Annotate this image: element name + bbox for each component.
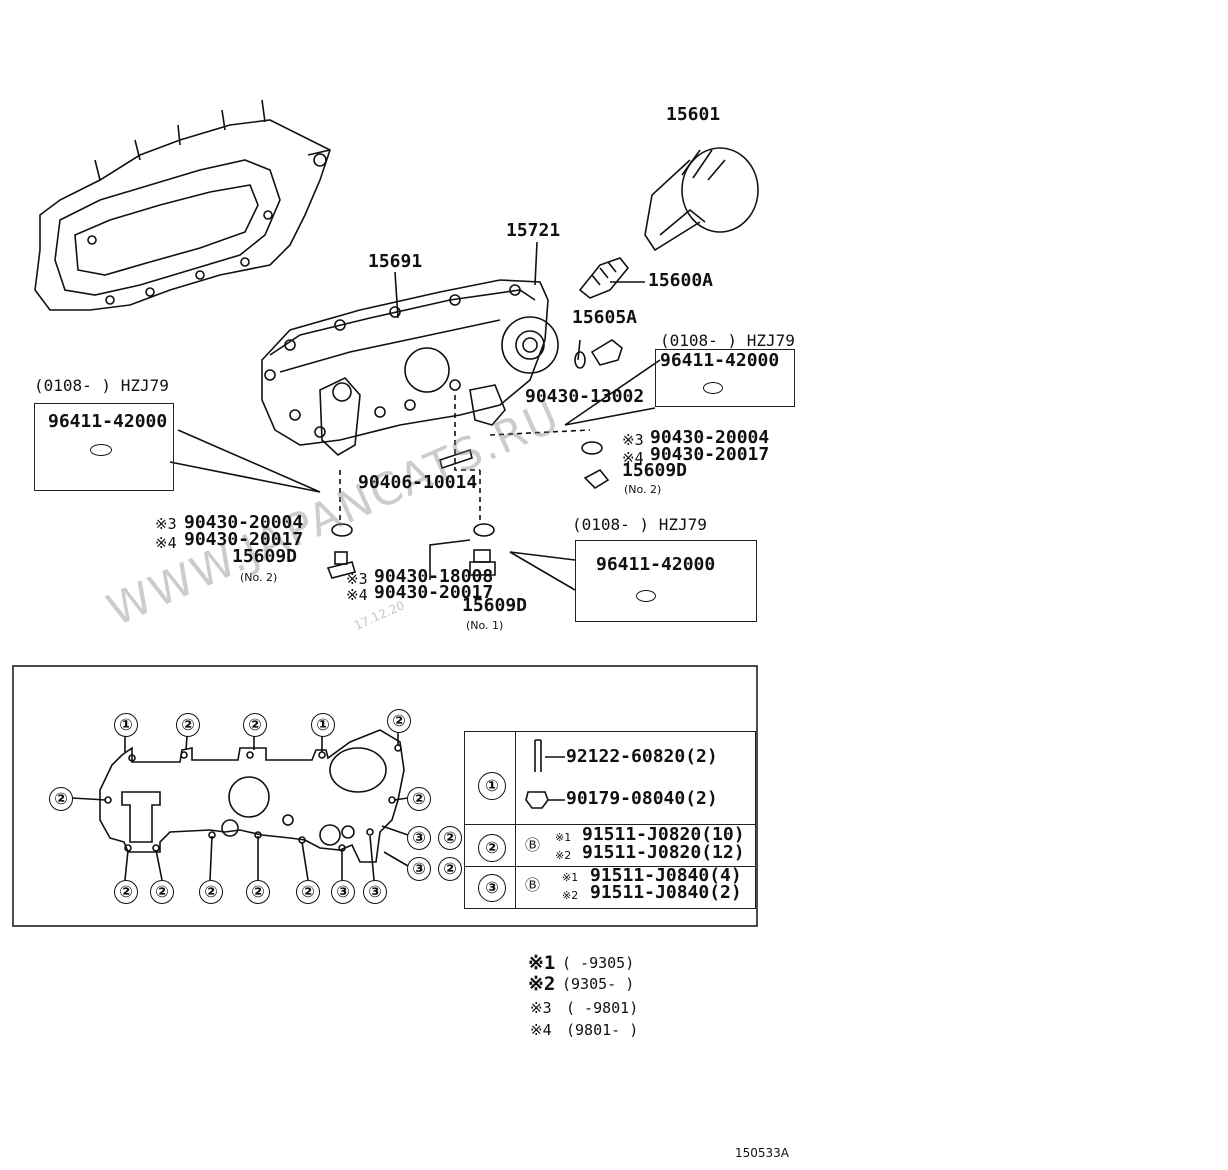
union-drawing: [574, 339, 623, 369]
part-15721-label[interactable]: 15721: [506, 220, 561, 241]
center-r2-part[interactable]: 90430-20017: [374, 582, 494, 603]
b-mark-icon: Ⓑ: [525, 836, 541, 854]
left-callout-hz: (0108- ) HZJ79: [34, 376, 169, 395]
part-15605A-label[interactable]: 15605A: [572, 307, 638, 328]
cap-icon: [636, 590, 656, 602]
marker-2: ②: [296, 880, 320, 904]
marker-3: ③: [331, 880, 355, 904]
left-plug-no: (No. 2): [240, 571, 278, 584]
center-r2-mark: ※4: [346, 586, 368, 604]
legend-4-mark: ※4: [530, 1021, 552, 1039]
cap-icon: [90, 444, 112, 456]
center-r1-part[interactable]: 90430-18008: [374, 566, 494, 587]
drain-pipe-drawing: [439, 448, 473, 470]
legend-1-mark: ※1: [528, 952, 556, 974]
part-15691-label[interactable]: 15691: [368, 251, 423, 272]
table-row2-b-mark: ※2: [555, 849, 572, 862]
part-15601-label[interactable]: 15601: [666, 104, 721, 125]
cap-icon: [703, 382, 723, 394]
right-top-part[interactable]: 96411-42000: [660, 350, 780, 371]
marker-1: ①: [114, 713, 138, 737]
marker-2: ②: [199, 880, 223, 904]
legend-3-mark: ※3: [530, 999, 552, 1017]
right-r1-part[interactable]: 90430-20004: [650, 427, 770, 448]
marker-3: ③: [407, 857, 431, 881]
part-90406-10014-label[interactable]: 90406-10014: [358, 472, 478, 493]
legend-2-text: (9305- ): [562, 975, 635, 993]
marker-2: ②: [49, 787, 73, 811]
marker-2: ②: [407, 787, 431, 811]
legend-1-text: ( -9305): [562, 954, 635, 972]
bottom-right-hz: (0108- ) HZJ79: [572, 515, 707, 534]
bottom-right-box: [575, 540, 757, 622]
table-row3-b-mark: ※2: [562, 889, 579, 902]
marker-2: ②: [438, 857, 462, 881]
relief-valve-drawing: [578, 257, 630, 299]
marker-1: ①: [311, 713, 335, 737]
table-row3-part-a[interactable]: 91511-J0840(4): [590, 865, 742, 886]
left-r2-mark: ※4: [155, 534, 177, 552]
left-callout-box: [34, 403, 174, 491]
diagram-code: 150533A: [735, 1146, 790, 1160]
table-row2-a-mark: ※1: [555, 831, 572, 844]
right-r1-mark: ※3: [622, 431, 644, 449]
gasket-outline: [99, 729, 405, 863]
marker-2: ②: [438, 826, 462, 850]
oil-cooler-body: [261, 279, 559, 456]
bottom-right-part[interactable]: 96411-42000: [596, 554, 716, 575]
marker-2: ②: [150, 880, 174, 904]
marker-2: ②: [114, 880, 138, 904]
table-row2-part-a[interactable]: 91511-J0820(10): [582, 824, 745, 845]
legend-3-text: ( -9801): [566, 999, 639, 1017]
table-row1-part-a[interactable]: 92122-60820(2): [566, 746, 718, 767]
right-top-box: [655, 349, 795, 407]
right-r2-mark: ※4: [622, 449, 644, 467]
marker-2: ②: [387, 709, 411, 733]
oil-filter-drawing: [644, 147, 759, 252]
part-15600A-label[interactable]: 15600A: [648, 270, 714, 291]
marker-2: ②: [176, 713, 200, 737]
table-row3-part-b[interactable]: 91511-J0840(2): [590, 882, 742, 903]
right-plug-no: (No. 2): [624, 483, 662, 496]
table-row1-number: ①: [478, 772, 506, 800]
left-r1-part[interactable]: 90430-20004: [184, 512, 304, 533]
b-mark-icon: Ⓑ: [525, 876, 541, 894]
legend-4-text: (9801- ): [566, 1021, 639, 1039]
table-row2-part-b[interactable]: 91511-J0820(12): [582, 842, 745, 863]
table-row3-number: ③: [478, 874, 506, 902]
marker-3: ③: [407, 826, 431, 850]
left-callout-part[interactable]: 96411-42000: [48, 411, 168, 432]
center-r1-mark: ※3: [346, 570, 368, 588]
bolt-table: [464, 731, 756, 909]
engine-block-outline: [34, 99, 331, 311]
left-r2-part[interactable]: 90430-20017: [184, 529, 304, 550]
legend-2-mark: ※2: [528, 973, 556, 995]
marker-2: ②: [246, 880, 270, 904]
table-row1-part-b[interactable]: 90179-08040(2): [566, 788, 718, 809]
center-plug-no: (No. 1): [466, 619, 504, 632]
table-row2-number: ②: [478, 834, 506, 862]
right-plug[interactable]: 15609D: [622, 460, 688, 481]
right-r2-part[interactable]: 90430-20017: [650, 444, 770, 465]
marker-3: ③: [363, 880, 387, 904]
center-plug[interactable]: 15609D: [462, 595, 528, 616]
marker-2: ②: [243, 713, 267, 737]
table-row3-a-mark: ※1: [562, 871, 579, 884]
left-r1-mark: ※3: [155, 515, 177, 533]
right-top-hz: (0108- ) HZJ79: [660, 331, 795, 350]
left-plug[interactable]: 15609D: [232, 546, 298, 567]
part-90430-13002-label[interactable]: 90430-13002: [525, 386, 645, 407]
